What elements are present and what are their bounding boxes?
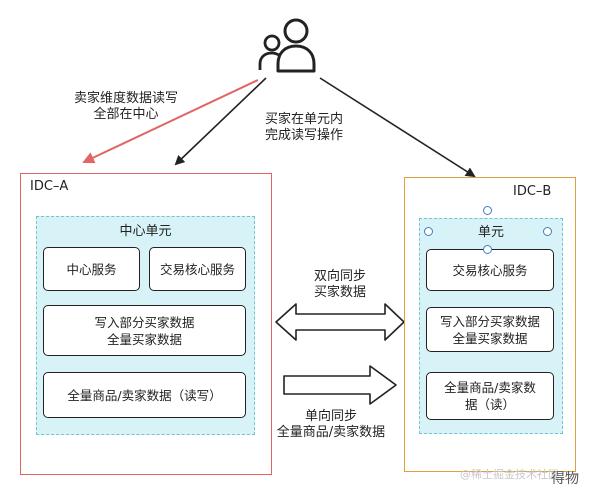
- selection-handle-left[interactable]: [424, 227, 433, 236]
- idc-b-buyer-data-box: 写入部分买家数据 全量买家数据: [426, 307, 554, 352]
- idc-b-goods-seller-box: 全量商品/卖家数 据（读）: [426, 372, 554, 420]
- idc-a-title: IDC–A: [30, 179, 69, 194]
- idc-a-trade-core-box: 交易核心服务: [149, 247, 246, 291]
- arrow-to-idc-b: [319, 77, 476, 178]
- red-arrow-to-idc-a: [82, 79, 259, 164]
- idc-b-unit-title: 单元: [477, 225, 504, 240]
- idc-b-buyer-data-line2: 全量买家数据: [452, 330, 528, 346]
- central-service-box: 中心服务: [43, 247, 140, 291]
- oneway-sync-arrow: [283, 365, 397, 405]
- idc-b-buyer-data-line1: 写入部分买家数据: [439, 313, 540, 329]
- idc-a-container: IDC–A 中心单元 中心服务 交易核心服务 写入部分买家数据 全量买家数据 全…: [20, 173, 272, 475]
- oneway-sync-label: 单向同步 全量商品/卖家数据: [270, 409, 392, 441]
- selection-handle-right[interactable]: [543, 227, 552, 236]
- idc-a-buyer-data-line1: 写入部分买家数据: [94, 314, 195, 330]
- middle-arrow-label-line2: 完成读写操作: [264, 128, 343, 143]
- bidirectional-sync-label: 双向同步 买家数据: [290, 269, 390, 301]
- middle-arrow-label: 买家在单元内 完成读写操作: [254, 112, 354, 144]
- idc-a-buyer-data-line2: 全量买家数据: [106, 331, 182, 347]
- idc-a-goods-seller-label: 全量商品/卖家数据（读写）: [67, 387, 222, 403]
- idc-b-trade-core-box: 交易核心服务: [426, 249, 554, 291]
- oneway-sync-label-line2: 全量商品/卖家数据: [276, 425, 386, 440]
- idc-b-trade-core-label: 交易核心服务: [452, 262, 528, 278]
- central-service-label: 中心服务: [66, 261, 117, 277]
- corner-logo-text: 得物: [551, 471, 579, 487]
- left-arrow-label-line1: 卖家维度数据读写: [73, 91, 178, 106]
- idc-a-trade-core-label: 交易核心服务: [159, 261, 235, 277]
- watermark: @稀土掘金技术社区: [460, 468, 559, 481]
- idc-a-goods-seller-box: 全量商品/卖家数据（读写）: [43, 372, 246, 418]
- idc-a-central-unit: 中心单元 中心服务 交易核心服务 写入部分买家数据 全量买家数据 全量商品/卖家…: [36, 216, 255, 435]
- users-icon: [255, 13, 325, 73]
- bidirectional-sync-arrow: [275, 303, 405, 341]
- central-unit-title: 中心单元: [119, 224, 172, 239]
- selection-handle-top[interactable]: [483, 206, 492, 215]
- bidirectional-sync-label-line1: 双向同步: [313, 269, 366, 284]
- idc-b-container: IDC–B 单元 交易核心服务 写入部分买家数据 全量买家数据 全量商品/卖家数…: [404, 177, 576, 472]
- idc-b-title: IDC–B: [513, 184, 552, 199]
- idc-a-buyer-data-box: 写入部分买家数据 全量买家数据: [43, 305, 246, 356]
- selection-handle-bottom[interactable]: [483, 245, 492, 254]
- idc-b-goods-seller-line2: 据（读）: [464, 397, 515, 412]
- left-arrow-label-line2: 全部在中心: [93, 107, 159, 122]
- bidirectional-sync-label-line2: 买家数据: [313, 285, 366, 300]
- arrow-to-idc-a-unit: [174, 77, 267, 166]
- idc-b-unit: 单元 交易核心服务 写入部分买家数据 全量买家数据 全量商品/卖家数 据（读）: [419, 218, 563, 434]
- middle-arrow-label-line1: 买家在单元内: [264, 112, 343, 127]
- idc-b-goods-seller-line1: 全量商品/卖家数: [444, 380, 536, 395]
- oneway-sync-label-line1: 单向同步: [304, 409, 357, 424]
- left-arrow-label: 卖家维度数据读写 全部在中心: [70, 91, 182, 123]
